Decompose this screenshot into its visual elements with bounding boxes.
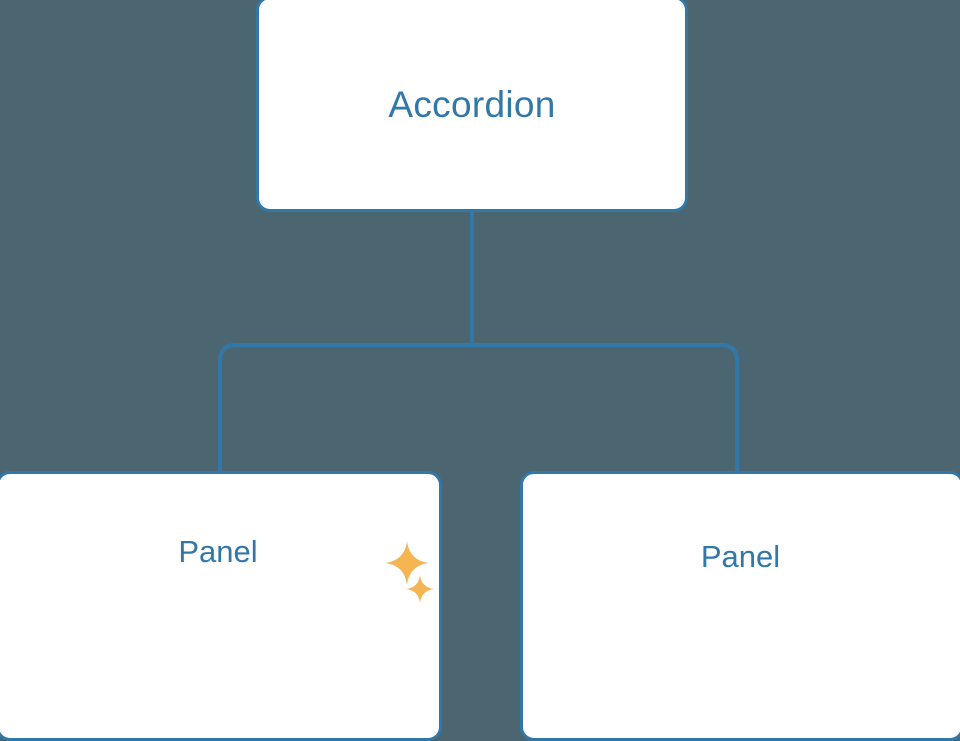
node-panel-right-title: Panel: [700, 539, 781, 574]
node-panel-left[interactable]: Panel: [0, 471, 442, 741]
node-accordion[interactable]: Accordion: [256, 0, 688, 212]
connector-branch-bus: [218, 343, 739, 472]
node-accordion-title: Accordion: [388, 83, 556, 125]
node-panel-left-title: Panel: [178, 534, 258, 569]
node-panel-right[interactable]: Panel: [520, 471, 960, 741]
